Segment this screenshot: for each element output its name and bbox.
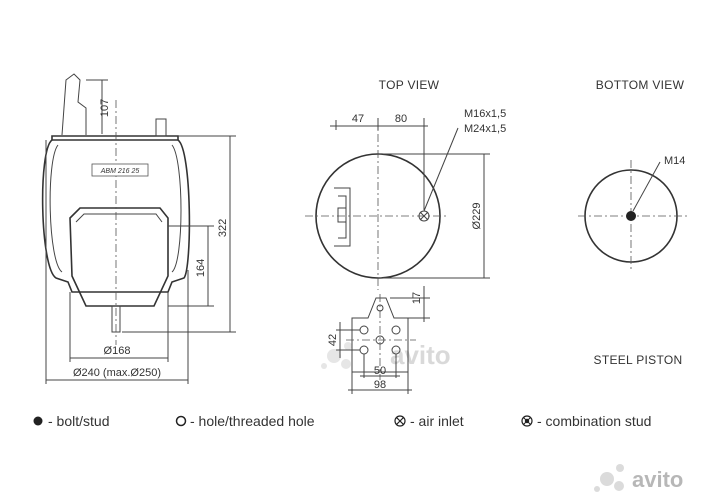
top-stud (155, 118, 167, 137)
dim-50: 50 (374, 365, 386, 377)
bolt-symbol (626, 211, 636, 221)
legend-combo: - combination stud (537, 413, 651, 429)
avito-watermark-brand: аvito (632, 467, 683, 492)
steel-piston-label: STEEL PISTON (594, 353, 683, 367)
bottom-view: BOTTOM VIEW M14 STEEL PISTON (578, 78, 690, 367)
bolt-legend-icon (33, 416, 43, 426)
dim-164: 164 (195, 259, 207, 277)
dim-42: 42 (327, 334, 339, 346)
bracket-detail: 17 42 50 98 (327, 286, 430, 394)
bottom-view-title: BOTTOM VIEW (596, 78, 685, 92)
legend-bolt: - bolt/stud (48, 413, 109, 429)
center-watermark-brand: аvito (390, 340, 451, 370)
center-watermark: аvito (321, 340, 451, 370)
side-bracket (61, 73, 87, 136)
bellow-inner-right (171, 144, 182, 273)
part-code: ABM 216 25 (100, 168, 140, 175)
top-view-title: TOP VIEW (379, 78, 440, 92)
legend: - bolt/stud - hole/threaded hole - air i… (33, 413, 651, 429)
dim-322: 322 (217, 219, 229, 237)
avito-watermark: аvito (594, 464, 683, 492)
bellow-outline (41, 139, 191, 293)
top-plate (51, 135, 179, 141)
combination-stud-legend-icon (521, 415, 533, 427)
dim-98: 98 (374, 379, 386, 391)
top-view: TOP VIEW M16x1,5 M24x1,5 47 80 Ø229 (305, 78, 506, 290)
side-view: ABM 216 25 107 322 164 Ø168 Ø240 (max.Ø2… (41, 73, 236, 384)
piston-outline (69, 207, 169, 307)
dim-240: Ø240 (max.Ø250) (73, 367, 161, 379)
dim-107: 107 (99, 99, 111, 117)
piston-inner (75, 213, 163, 223)
dim-47: 47 (352, 113, 364, 125)
bellow-inner-left (49, 144, 63, 273)
thread-m24: M24x1,5 (464, 123, 506, 135)
dim-229: Ø229 (471, 203, 483, 230)
dim-17: 17 (411, 292, 423, 304)
thread-m16: M16x1,5 (464, 108, 506, 120)
legend-air: - air inlet (410, 413, 464, 429)
bracket-plate (351, 297, 409, 373)
thread-m14: M14 (664, 155, 685, 167)
dim-80: 80 (395, 113, 407, 125)
dim-168: Ø168 (104, 345, 131, 357)
air-inlet-legend-icon (394, 415, 406, 427)
legend-hole: - hole/threaded hole (190, 413, 315, 429)
hole-legend-icon (175, 415, 187, 427)
top-bracket (334, 187, 351, 247)
part-code-box (91, 163, 149, 177)
